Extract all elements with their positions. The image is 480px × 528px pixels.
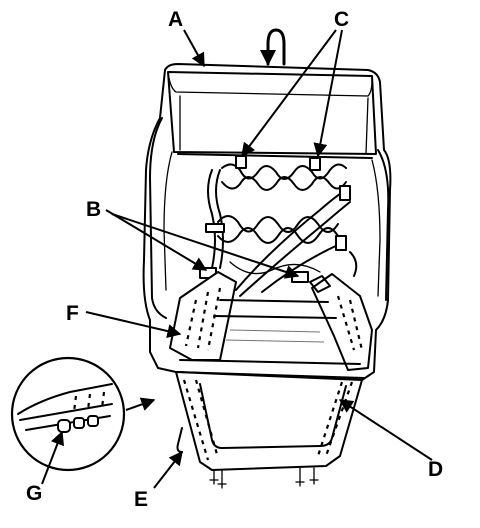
- cover-side-panels: [169, 271, 373, 371]
- detail-inset: [10, 356, 156, 472]
- lower-cover-panel: [175, 371, 363, 489]
- callout-d: D: [428, 458, 443, 481]
- callout-b: B: [86, 198, 101, 221]
- callout-e: E: [134, 488, 148, 511]
- callout-c: C: [334, 8, 349, 31]
- leader-lines: [41, 29, 433, 489]
- rotate-arrow-icon: [260, 28, 286, 66]
- callout-g: G: [26, 482, 42, 505]
- callout-f: F: [66, 302, 79, 325]
- callout-labels: A C B F D E G: [26, 8, 443, 511]
- callout-a: A: [168, 8, 183, 31]
- seat-springs: [217, 163, 347, 275]
- seat-back-frame: [142, 63, 392, 381]
